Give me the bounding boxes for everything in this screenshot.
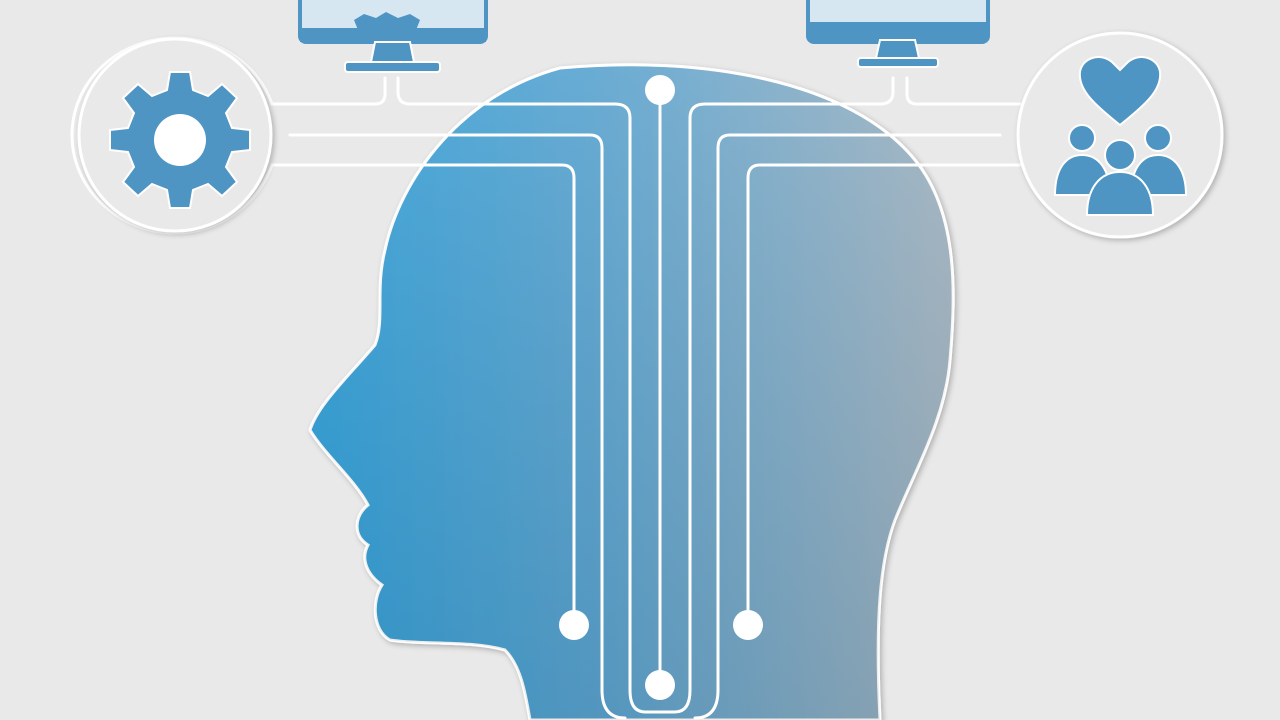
node-right-bottom bbox=[733, 610, 763, 640]
gear-bubble bbox=[70, 36, 274, 235]
person-icon-center-head bbox=[1104, 139, 1136, 171]
circuit-nodes bbox=[559, 75, 763, 700]
monitor-gear-icon bbox=[298, 0, 488, 73]
node-top-center bbox=[645, 75, 675, 105]
line-outer-loop bbox=[396, 76, 895, 714]
line-right-top bbox=[905, 76, 1022, 106]
line-left-inner bbox=[270, 163, 576, 612]
line-right-mid bbox=[693, 133, 1002, 720]
line-left-mid bbox=[288, 133, 627, 720]
person-icon-left-head bbox=[1068, 124, 1096, 152]
heart-icon bbox=[1078, 56, 1162, 127]
circuit-lines bbox=[270, 76, 1022, 720]
monitor-icon bbox=[806, 0, 990, 68]
node-left-bottom bbox=[559, 610, 589, 640]
node-center-bottom bbox=[645, 670, 675, 700]
gear-icon bbox=[109, 71, 251, 209]
person-icon-center-body bbox=[1085, 170, 1155, 216]
line-left-top bbox=[270, 76, 387, 106]
person-icon-right-head bbox=[1144, 124, 1172, 152]
heart-people-icon bbox=[1053, 56, 1188, 216]
people-bubble bbox=[1016, 31, 1224, 239]
line-right-inner bbox=[746, 163, 1022, 612]
head-silhouette bbox=[308, 63, 955, 720]
